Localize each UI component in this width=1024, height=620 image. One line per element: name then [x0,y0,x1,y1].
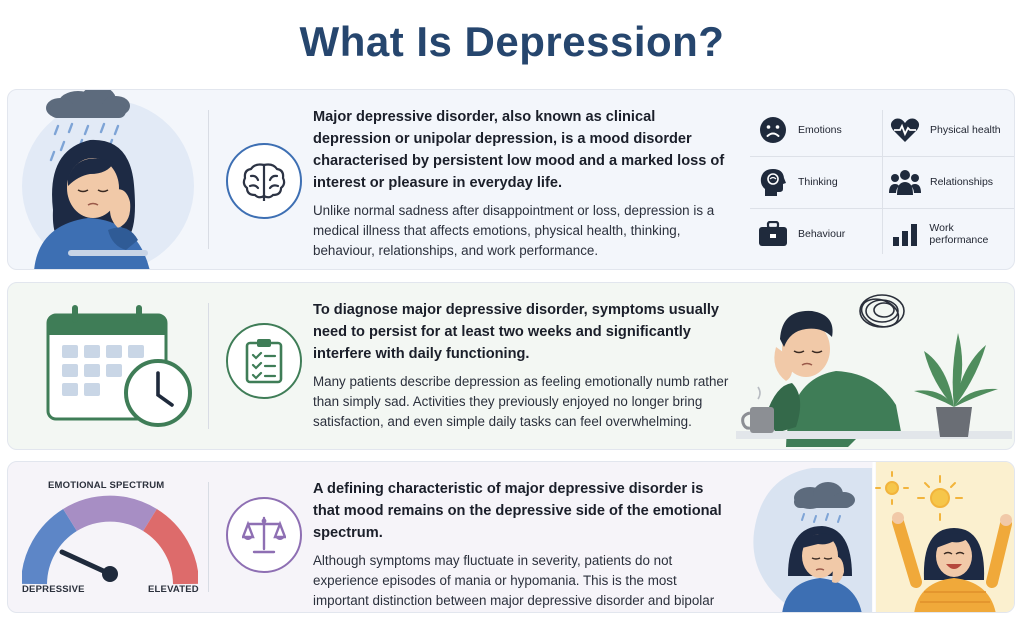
sad-woman-rain-illustration [22,90,194,269]
gauge-title: EMOTIONAL SPECTRUM [48,480,165,491]
gauge-left-label: DEPRESSIVE [22,584,85,595]
area-label: Emotions [798,124,842,136]
area-relationships: Relationships [882,156,1014,208]
emotional-spectrum-gauge [22,495,198,585]
spectrum-body-text: Although symptoms may fluctuate in sever… [313,553,715,608]
area-label: Physical health [930,124,1001,136]
brain-icon-badge [226,143,302,219]
brain-icon [242,163,286,201]
definition-panel: Major depressive disorder, also known as… [7,89,1015,270]
briefcase-icon [759,221,787,246]
diagnosis-panel: To diagnose major depressive disorder, s… [7,282,1015,450]
gauge-right-label: ELEVATED [148,584,199,595]
definition-body-text: Unlike normal sadness after disappointme… [313,203,715,258]
area-thinking: Thinking [750,156,882,208]
mood-comparison-illustration [753,462,1014,612]
scale-icon-badge [226,497,302,573]
clipboard-icon-badge [226,323,302,399]
affected-areas-grid: Emotions Physical health Thinking Relati… [750,104,1014,260]
spectrum-panel: EMOTIONAL SPECTRUM DEPRESSIVE ELEVATED A… [7,461,1015,613]
definition-lead-text: Major depressive disorder, also known as… [313,109,725,191]
area-label: Thinking [798,176,838,188]
people-icon [889,170,921,195]
tired-man-desk-illustration [736,294,1012,447]
area-label: Relationships [930,176,994,188]
heart-pulse-icon [890,118,920,142]
calendar-clock-illustration [46,305,192,427]
balance-scale-icon [242,516,286,554]
sad-face-icon [760,117,786,143]
area-label: Work performance [929,222,989,246]
head-thought-icon [760,169,786,196]
area-behaviour: Behaviour [750,208,882,260]
area-work-performance: Work performance [882,208,1014,260]
clipboard-checklist-icon [245,339,283,384]
area-emotions: Emotions [750,104,882,156]
area-physical-health: Physical health [882,104,1014,156]
bar-chart-icon [892,224,917,246]
diagnosis-body-text: Many patients describe depression as fee… [313,374,729,429]
spectrum-lead-text: A defining characteristic of major depre… [313,481,722,541]
diagnosis-lead-text: To diagnose major depressive disorder, s… [313,302,720,362]
page-title: What Is Depression? [299,18,725,65]
area-label: Behaviour [798,228,846,240]
